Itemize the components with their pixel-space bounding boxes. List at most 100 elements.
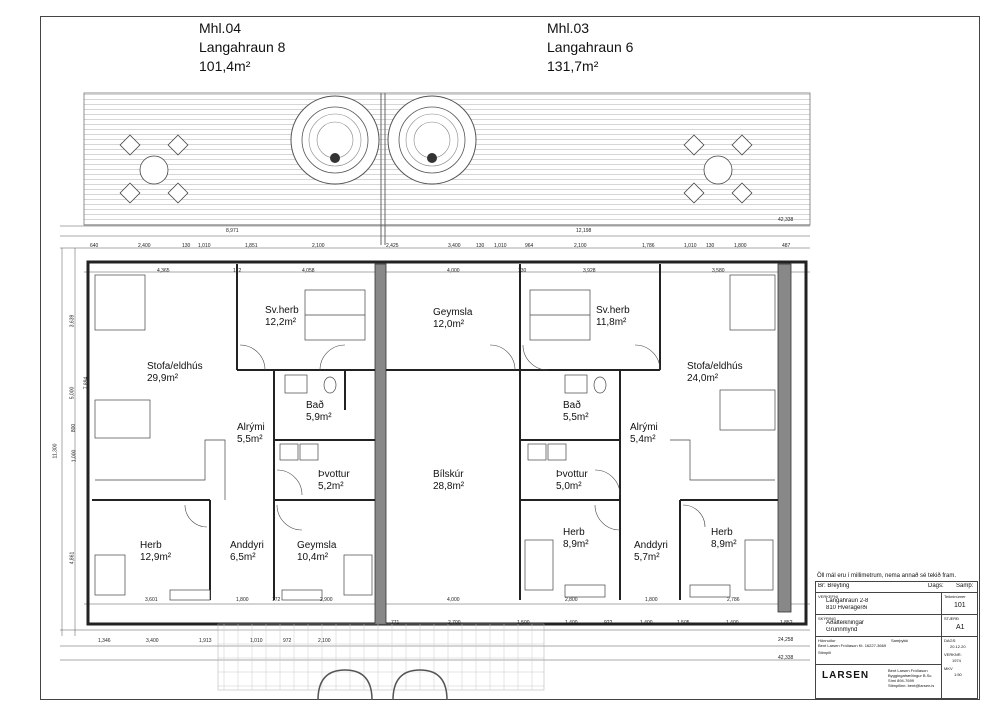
dim-text: 1,010 [198, 243, 211, 249]
description-line2: Grunnmynd [826, 627, 858, 633]
dim-text: 1,786 [642, 243, 655, 249]
dim-text: 172 [233, 268, 242, 274]
dim-text: 130 [706, 243, 715, 249]
company-phone: Sími 894-7699 [888, 678, 915, 683]
patio-table-left [119, 134, 189, 204]
dim-text: 5,000 [69, 386, 76, 400]
revision-row: Br: Breyting Dags: Samþ: [818, 583, 974, 589]
larsen-logo: LARSEN [822, 670, 870, 681]
dim-text: 2,400 [138, 243, 151, 249]
unit-header-mhl04: Mhl.04 Langahraun 8 101,4m² [199, 19, 285, 76]
dim-text: 24,258 [778, 637, 794, 643]
dim-text: 3,601 [145, 597, 158, 603]
dim-text: 4,000 [447, 597, 460, 603]
unit-area: 101,4m² [199, 58, 251, 74]
dim-text: 12,198 [576, 228, 592, 234]
units-note: Öll mál eru í millimetrum, nema annað sé… [817, 573, 957, 579]
dim-text: 3,400 [146, 638, 159, 644]
unit-area: 131,7m² [547, 58, 599, 74]
company-title: Byggingafræðingur B.Sc. [888, 673, 933, 678]
dim-text: 1,500 [517, 620, 530, 626]
hot-tub-left [290, 95, 380, 185]
dim-text: 4,861 [69, 551, 76, 565]
dim-text: 640 [90, 243, 99, 249]
scale-label: MKV [944, 666, 953, 671]
dim-text: 972 [283, 638, 292, 644]
unit-number: Mhl.03 [547, 20, 590, 36]
dim-text: 4,365 [157, 268, 170, 274]
dim-text: 1,800 [236, 597, 249, 603]
dim-text: 3,928 [583, 268, 596, 274]
size-label: STÆRÐ [944, 616, 959, 621]
project-name: Langahraun 2-8 [826, 598, 869, 604]
dim-text: 2,100 [574, 243, 587, 249]
project-label: VERKEFNI [818, 594, 839, 599]
stamp-label: Stimpill [818, 650, 831, 655]
dim-text: 8,971 [226, 228, 239, 234]
scale-value: 1:50 [954, 672, 962, 677]
unit-address: Langahraun 6 [547, 39, 634, 55]
dim-text: 800 [71, 423, 78, 433]
project-number-label: VERKNR. [944, 652, 962, 657]
dim-text: 1,400 [565, 620, 578, 626]
unit-number: Mhl.04 [199, 20, 242, 36]
description-label: SKÝRING [818, 616, 837, 621]
dim-text: 2,786 [727, 597, 740, 603]
dim-text: 771 [391, 620, 400, 626]
dim-text: 130 [182, 243, 191, 249]
dim-text: 1,400 [640, 620, 653, 626]
patio-table-right [683, 134, 753, 204]
dim-text: 42,338 [778, 217, 794, 223]
dim-text: 2,900 [320, 597, 333, 603]
dim-text: 922 [604, 620, 613, 626]
dim-text: 1,913 [199, 638, 212, 644]
description-line1: Aðalteikningar [826, 620, 865, 626]
dim-text: 2,100 [312, 243, 325, 249]
title-block: Br: Breyting Dags: Samþ: VERKEFNI Langah… [815, 581, 978, 699]
dim-text: 2,800 [565, 597, 578, 603]
dim-text: 1,346 [98, 638, 111, 644]
dim-text: 2,100 [318, 638, 331, 644]
dim-text: 487 [782, 243, 791, 249]
company-email: Stimpilinn: bent@larsen.is [888, 683, 935, 688]
drawing-number-label: Teikninúmer [944, 594, 966, 599]
dim-text: 7,894 [83, 376, 90, 390]
dim-text: 1,010 [250, 638, 263, 644]
drawing-number: 101 [954, 602, 966, 609]
dim-text: 2,425 [386, 243, 399, 249]
dim-text: 11,300 [52, 443, 59, 459]
dim-text: 1,000 [71, 449, 78, 463]
unit-address: Langahraun 8 [199, 39, 286, 55]
dim-text: 1,505 [677, 620, 690, 626]
date-label: DAGS: [944, 638, 957, 643]
dim-text: 3,400 [448, 243, 461, 249]
date-value: 20.12.20 [950, 644, 966, 649]
drawing-frame [40, 16, 980, 700]
front-paving [217, 623, 545, 691]
dim-text: 1,400 [726, 620, 739, 626]
dim-text: 1,800 [734, 243, 747, 249]
dim-text: 4,000 [447, 268, 460, 274]
dim-text: 1,851 [245, 243, 258, 249]
dim-text: 1,010 [494, 243, 507, 249]
dim-text: 42,338 [778, 655, 794, 661]
project-location: 810 Hveragerði [826, 605, 868, 611]
